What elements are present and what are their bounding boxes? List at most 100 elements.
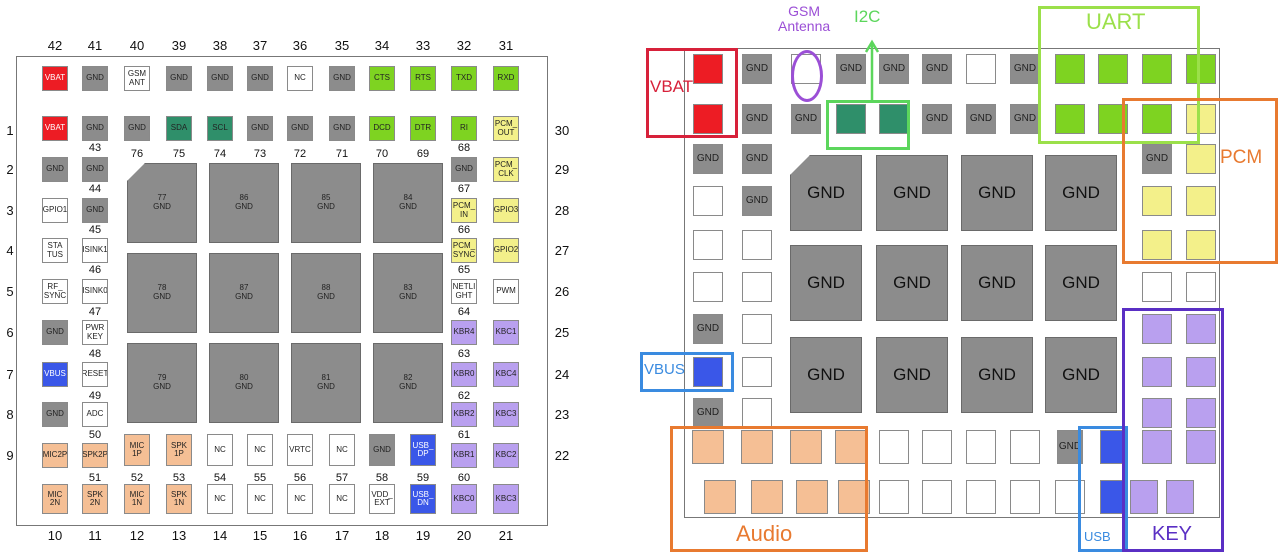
pin-number-bottom: 14 [212,528,228,543]
footprint-pad [1142,430,1172,464]
pin-sub-number: 56 [293,472,307,484]
pin-pad: GND [287,116,313,141]
pin-sub-number: 43 [88,142,102,154]
footprint-pad [966,430,996,464]
pin-number-top: 35 [334,38,350,53]
footprint-pad: GND [693,314,723,344]
pin-sub-number: 70 [375,148,389,160]
footprint-pad [693,54,723,84]
audio-label: Audio [736,521,793,546]
pin-pad: GND [207,66,233,91]
pin-number-top: 37 [252,38,268,53]
pin-sub-number: 68 [457,142,471,154]
pin-pad: MIC 1N [124,484,150,514]
ground-pad: 77 GND [127,163,197,243]
pin-number-top: 36 [292,38,308,53]
audio-group-box [670,426,868,552]
pin-sub-number: 59 [416,472,430,484]
pin-number-right: 23 [554,407,570,422]
footprint-pad: GND [836,54,866,84]
footprint-pad [1055,54,1085,84]
ground-pad: 79 GND [127,343,197,423]
footprint-pad [796,480,828,514]
pin-pad: GND [247,66,273,91]
pin-sub-number: 46 [88,264,102,276]
pin-number-left: 7 [6,367,14,382]
ground-pad: 88 GND [291,253,361,333]
pin-pad: VDD_ EXT [369,484,395,514]
pin-pad: NC [287,484,313,514]
pin-pad: ISINK0 [82,279,108,304]
footprint-ground-pad: GND [961,337,1033,413]
pin-pad: MIC 2N [42,484,68,514]
pin-pad: PCM_ CLK [493,157,519,182]
pin-pad: GND [329,66,355,91]
pin-sub-number: 55 [253,472,267,484]
pin-number-left: 5 [6,284,14,299]
i2c-label: I2C [854,7,881,26]
footprint-pad [1100,480,1126,514]
pin-pad: NC [329,484,355,514]
footprint-pad [1100,430,1126,464]
usb-label: USB [1084,529,1111,544]
pin-pad: DTR [410,116,436,141]
pin-pad: NC [247,484,273,514]
pin-sub-number: 71 [335,148,349,160]
pin-pad: GND [82,116,108,141]
pin-pad: NC [207,434,233,466]
pin-pad: CTS [369,66,395,91]
footprint-pad [1142,272,1172,302]
pin-sub-number: 67 [457,183,471,195]
pin-pad: ISINK1 [82,238,108,263]
pin-sub-number: 66 [457,224,471,236]
pin-pad: NC [207,484,233,514]
pin-number-bottom: 20 [456,528,472,543]
pin-pad: KBC3 [493,402,519,427]
pin-number-bottom: 17 [334,528,350,543]
footprint-pad [922,480,952,514]
pcm-label: PCM [1220,147,1263,168]
pin-pad: SPK 1P [166,434,192,466]
pin-pad: PWR KEY [82,320,108,345]
footprint-pad [1186,104,1216,134]
pin-number-right: 30 [554,123,570,138]
footprint-pad [1142,314,1172,344]
footprint-pad [1142,357,1172,387]
footprint-pad [790,430,822,464]
footprint-pad: GND [966,104,996,134]
pcm-group-box [1122,98,1278,264]
pin-sub-number: 60 [457,472,471,484]
pin-sub-number: 61 [457,429,471,441]
pin-number-bottom: 21 [498,528,514,543]
footprint-pad [1186,144,1216,174]
pin-pad: NETLI GHT [451,279,477,304]
footprint-pad [1186,357,1216,387]
pin-number-left: 3 [6,203,14,218]
pin-sub-number: 57 [335,472,349,484]
footprint-pad [751,480,783,514]
pin-pad: KBC3 [493,484,519,514]
pin-pad: GND [42,402,68,427]
footprint-pad [1186,314,1216,344]
footprint-pad [692,430,724,464]
footprint-pad [879,480,909,514]
pin-number-top: 32 [456,38,472,53]
footprint-ground-pad: GND [1045,245,1117,321]
footprint-ground-pad: GND [1045,337,1117,413]
footprint-ground-pad: GND [961,155,1033,231]
pin-pad: KBR2 [451,402,477,427]
footprint-pad: GND [879,54,909,84]
pin-pad: GND [82,157,108,182]
pin-number-top: 34 [374,38,390,53]
footprint-pad [1186,398,1216,428]
footprint-pad [879,430,909,464]
footprint-pad [742,398,772,428]
uart-group-box [1038,6,1200,144]
pin-sub-number: 45 [88,224,102,236]
pin-pad: KBC1 [493,320,519,345]
footprint-pad: GND [742,104,772,134]
pin-sub-number: 52 [130,472,144,484]
ground-pad: 80 GND [209,343,279,423]
